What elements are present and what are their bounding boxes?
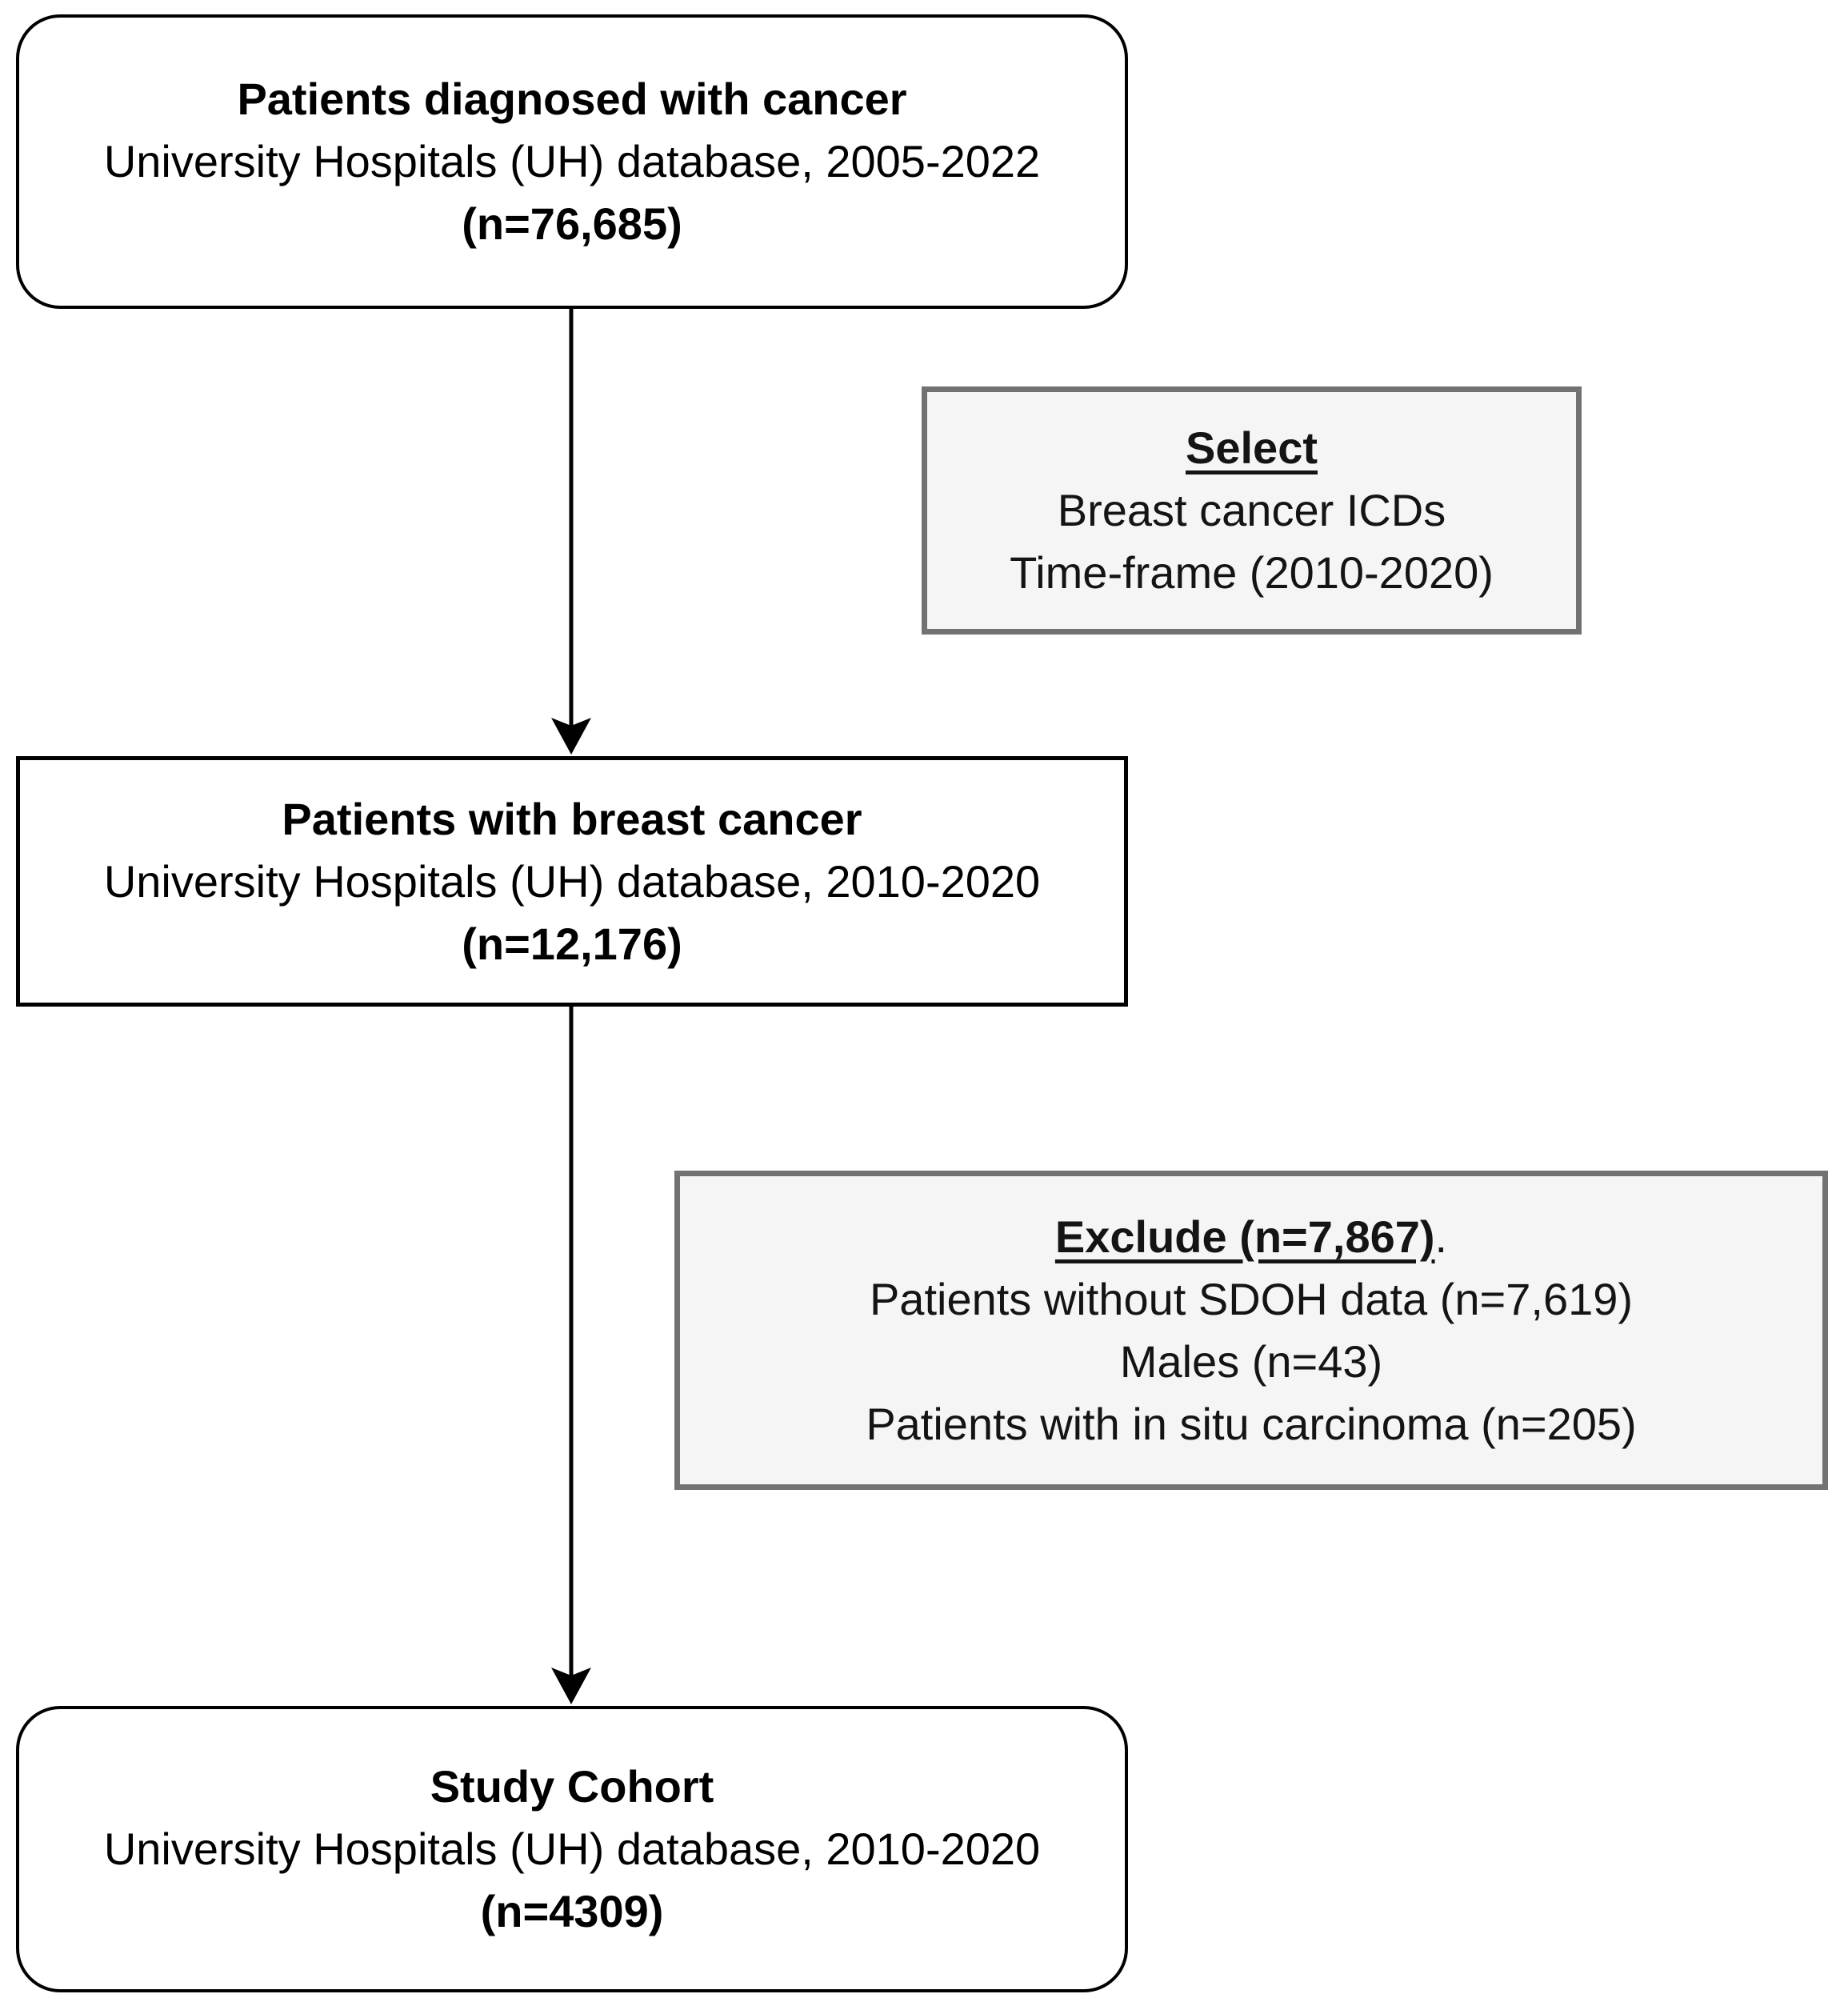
box-subtitle: University Hospitals (UH) database, 2010… [103, 855, 1041, 907]
down-arrow-icon [551, 1007, 591, 1704]
flow-box-patients-diagnosed-cancer: Patients diagnosed with cancer Universit… [16, 14, 1128, 309]
note-heading-row: Select [1186, 417, 1318, 479]
note-box-select: Select Breast cancer ICDs Time-frame (20… [922, 386, 1582, 635]
note-box-exclude: Exclude (n=7,867). Patients without SDOH… [674, 1171, 1828, 1490]
flow-box-study-cohort: Study Cohort University Hospitals (UH) d… [16, 1706, 1128, 1992]
note-line: Breast cancer ICDs [1057, 485, 1446, 535]
down-arrow-icon [551, 309, 591, 755]
box-title: Patients with breast cancer [282, 793, 862, 844]
note-heading: Select [1186, 422, 1318, 473]
note-line: Males (n=43) [1119, 1335, 1383, 1387]
note-line: Time-frame (2010-2020) [1010, 547, 1494, 598]
note-heading-row: Exclude (n=7,867). [1055, 1206, 1447, 1268]
box-title: Study Cohort [430, 1761, 714, 1812]
note-heading: Exclude (n=7,867) [1054, 1211, 1435, 1262]
box-subtitle: University Hospitals (UH) database, 2005… [103, 136, 1041, 186]
note-heading-suffix: . [1434, 1211, 1448, 1262]
box-count: (n=76,685) [462, 198, 682, 249]
flow-box-patients-breast-cancer: Patients with breast cancer University H… [16, 756, 1128, 1007]
note-line: Patients without SDOH data (n=7,619) [869, 1273, 1634, 1324]
box-count: (n=4309) [480, 1886, 664, 1936]
note-line: Patients with in situ carcinoma (n=205) [866, 1398, 1637, 1449]
box-count: (n=12,176) [462, 918, 682, 969]
box-subtitle: University Hospitals (UH) database, 2010… [103, 1824, 1041, 1874]
box-title: Patients diagnosed with cancer [237, 74, 907, 124]
